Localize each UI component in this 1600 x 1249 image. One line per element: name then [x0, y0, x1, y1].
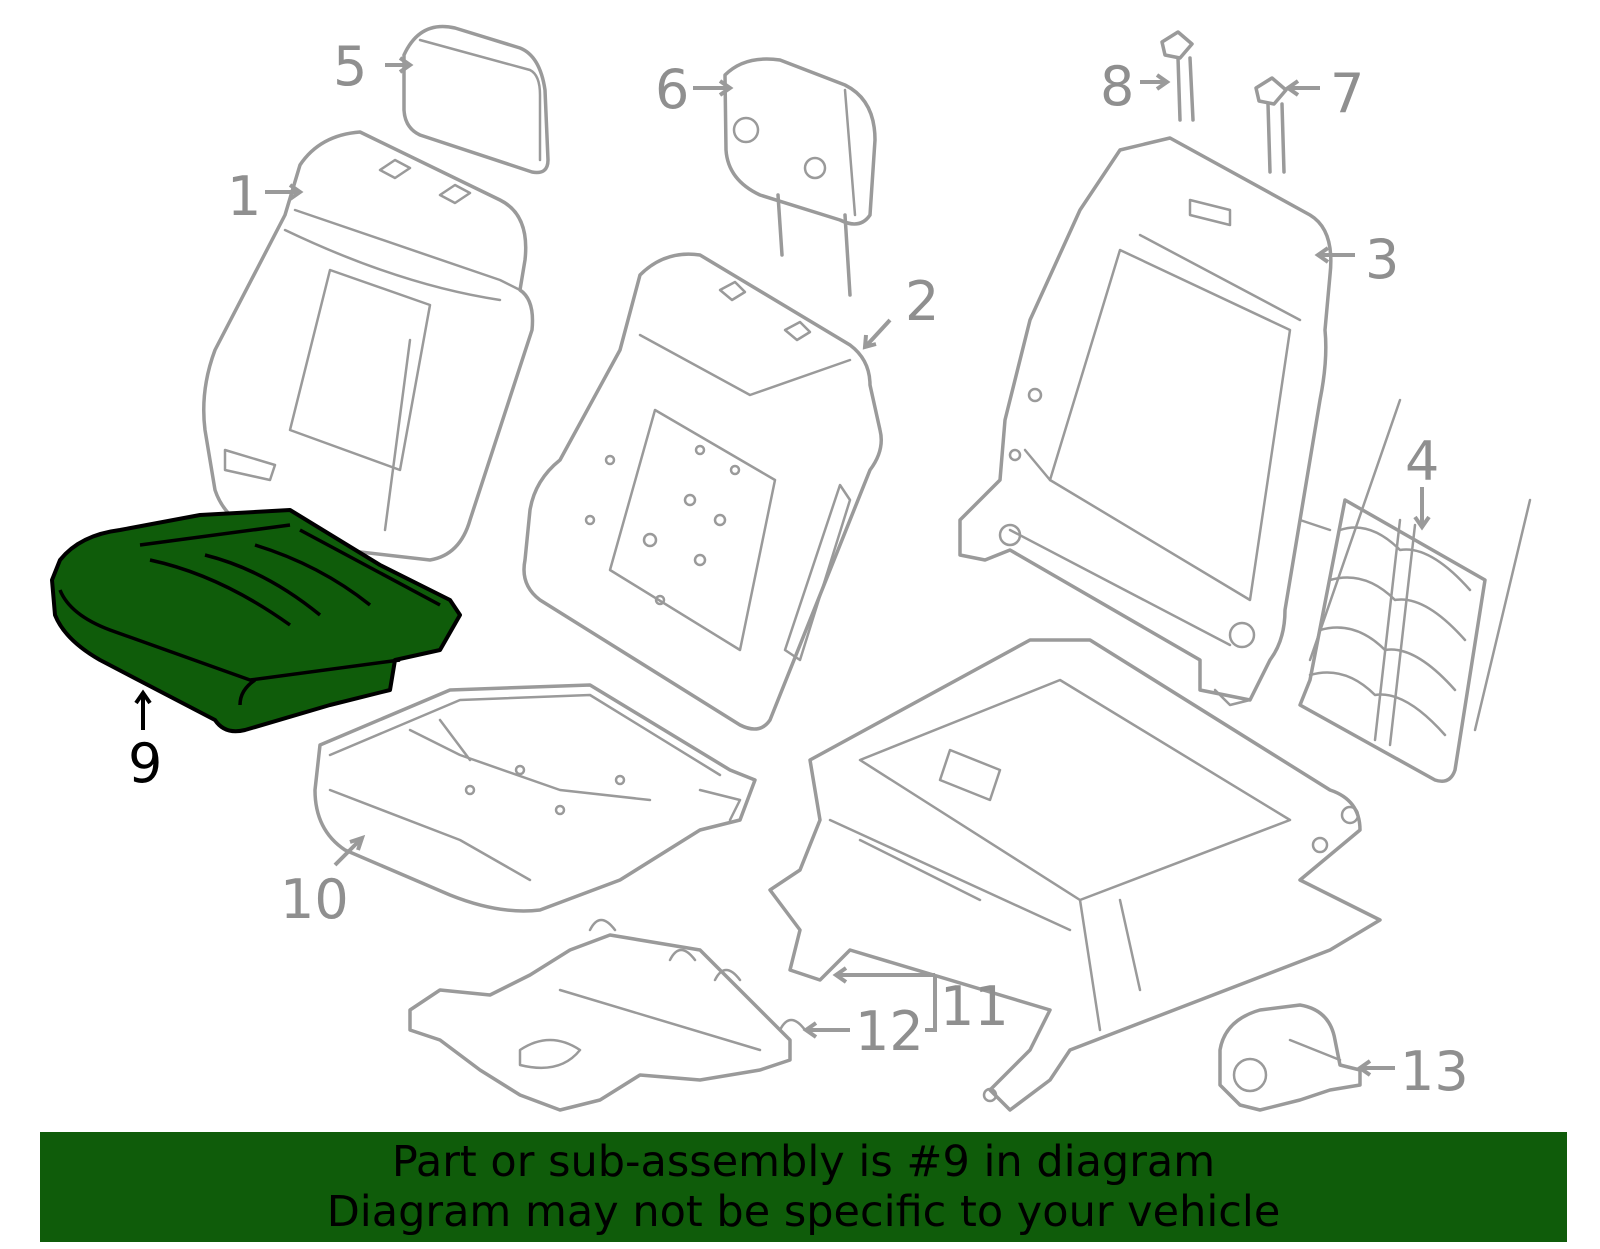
callout-labels: 5 1 6 2 8 7 3 4 9 10 11 12 13	[128, 35, 1469, 1103]
callout-4: 4	[1405, 430, 1439, 493]
callout-10: 10	[280, 868, 349, 931]
callout-3: 3	[1365, 228, 1399, 291]
part-7-guide	[1254, 76, 1288, 174]
callout-11: 11	[940, 975, 1009, 1038]
callout-12: 12	[855, 1000, 924, 1063]
part-2-seatback-pad	[522, 252, 883, 731]
callout-2: 2	[905, 270, 939, 333]
part-10-cushion-pad	[313, 683, 757, 913]
callout-arrows	[134, 56, 1431, 1077]
part-4-suspension-mat	[1298, 398, 1532, 783]
banner-line-part: Part or sub-assembly is #9 in diagram	[391, 1137, 1216, 1187]
callout-8: 8	[1100, 55, 1134, 118]
callout-5: 5	[333, 35, 367, 98]
callout-9: 9	[128, 732, 162, 795]
part-6-headrest	[723, 57, 877, 297]
part-9-cushion-cover	[50, 508, 462, 734]
banner-line-disclaimer: Diagram may not be specific to your vehi…	[326, 1187, 1281, 1237]
callout-6: 6	[655, 58, 689, 121]
callout-1: 1	[227, 165, 261, 228]
part-3-seatback-frame	[958, 136, 1333, 707]
info-banner: Part or sub-assembly is #9 in diagram Di…	[40, 1132, 1567, 1242]
part-8-guide	[1160, 30, 1195, 122]
part-1-seatback-cover	[202, 130, 535, 562]
callout-7: 7	[1330, 62, 1364, 125]
part-11-seat-track	[768, 638, 1382, 1112]
callout-13: 13	[1400, 1040, 1469, 1103]
part-5-headrest	[402, 24, 550, 175]
part-13-motor	[1218, 1003, 1362, 1112]
part-12-cushion-pan	[408, 918, 807, 1112]
